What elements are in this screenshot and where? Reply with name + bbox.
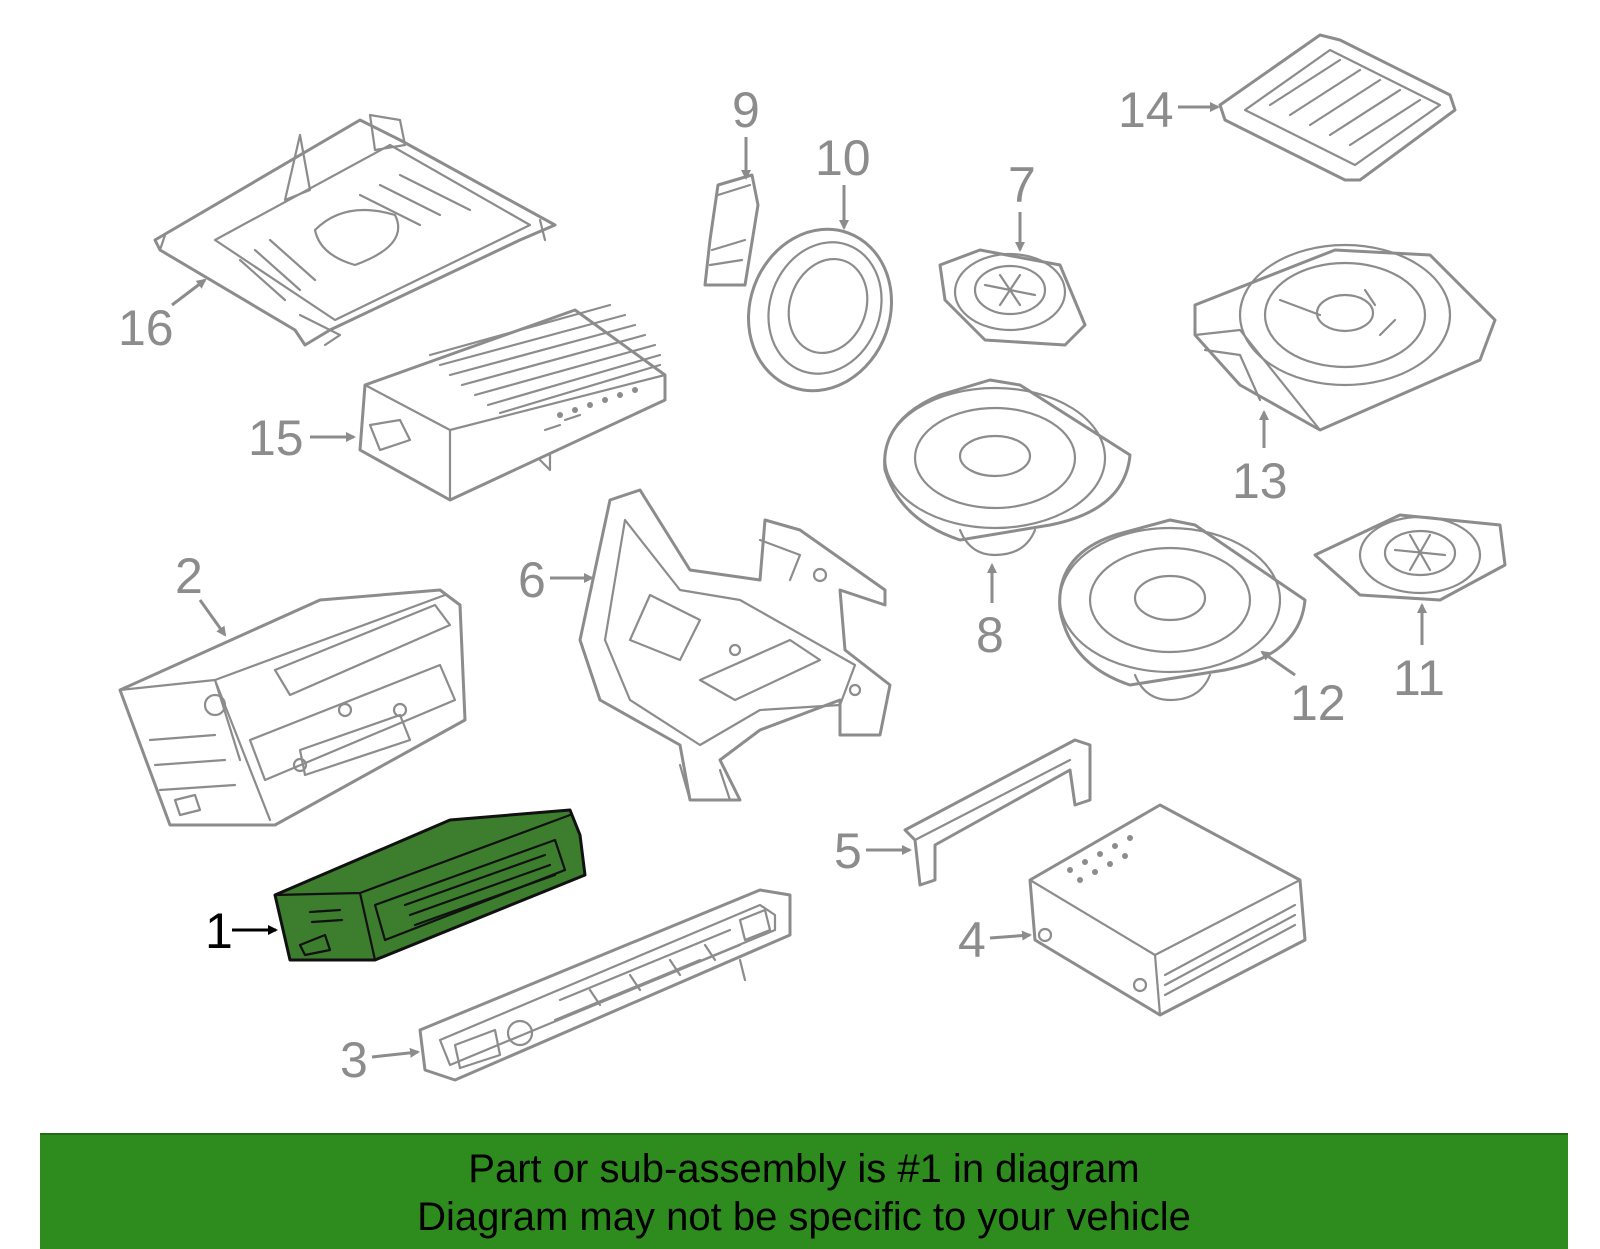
part-5-bracket[interactable] — [903, 738, 1092, 887]
svg-text:6: 6 — [518, 552, 546, 608]
part-7-tweeter[interactable] — [938, 248, 1087, 347]
part-6-carrier-frame[interactable] — [578, 488, 892, 802]
callout-15[interactable]: 15 — [248, 410, 356, 466]
svg-text:9: 9 — [732, 82, 760, 138]
svg-text:16: 16 — [118, 300, 174, 356]
part-15-amplifier[interactable] — [358, 303, 667, 502]
svg-text:14: 14 — [1118, 82, 1174, 138]
svg-text:7: 7 — [1008, 157, 1036, 213]
callout-14[interactable]: 14 — [1118, 82, 1220, 138]
callout-4[interactable]: 4 — [958, 912, 1032, 968]
callout-9[interactable]: 9 — [732, 82, 760, 180]
svg-text:5: 5 — [834, 823, 862, 879]
part-12-speaker[interactable] — [1058, 518, 1307, 702]
svg-text:8: 8 — [976, 607, 1004, 663]
part-10-ring-speaker[interactable] — [726, 209, 914, 411]
svg-text:2: 2 — [175, 548, 203, 604]
part-8-speaker[interactable] — [883, 378, 1132, 557]
callout-11[interactable]: 11 — [1393, 603, 1445, 706]
callout-10[interactable]: 10 — [815, 130, 871, 230]
banner-line-2: Diagram may not be specific to your vehi… — [417, 1195, 1191, 1239]
svg-text:4: 4 — [958, 912, 986, 968]
callout-1[interactable]: 1 — [205, 903, 278, 959]
part-2-head-unit[interactable] — [118, 588, 467, 827]
callout-3[interactable]: 3 — [340, 1032, 420, 1088]
part-11-tweeter[interactable] — [1313, 513, 1507, 602]
callout-8[interactable]: 8 — [976, 563, 1004, 663]
part-14-speaker-grille[interactable] — [1218, 33, 1457, 182]
svg-text:11: 11 — [1393, 650, 1445, 706]
part-4-navigation-unit[interactable] — [1028, 803, 1307, 1017]
svg-text:15: 15 — [248, 410, 304, 466]
callout-12[interactable]: 12 — [1260, 650, 1346, 731]
svg-text:10: 10 — [815, 130, 871, 186]
callout-6[interactable]: 6 — [518, 552, 594, 608]
svg-text:12: 12 — [1290, 675, 1346, 731]
svg-text:13: 13 — [1232, 453, 1288, 509]
callout-2[interactable]: 2 — [175, 548, 227, 637]
svg-text:3: 3 — [340, 1032, 368, 1088]
banner-line-1: Part or sub-assembly is #1 in diagram — [468, 1147, 1140, 1191]
part-1-radio-control-module[interactable] — [273, 808, 587, 962]
part-16-mounting-bracket[interactable] — [153, 113, 557, 347]
callout-16[interactable]: 16 — [118, 278, 207, 356]
svg-text:1: 1 — [205, 903, 233, 959]
callout-7[interactable]: 7 — [1008, 157, 1036, 252]
part-13-subwoofer[interactable] — [1193, 243, 1497, 432]
info-banner: Part or sub-assembly is #1 in diagram Di… — [40, 1133, 1568, 1249]
part-9-tweeter-housing[interactable] — [703, 173, 760, 287]
part-3-control-panel[interactable] — [418, 888, 792, 1082]
callout-13[interactable]: 13 — [1232, 410, 1288, 509]
callout-5[interactable]: 5 — [834, 823, 912, 879]
